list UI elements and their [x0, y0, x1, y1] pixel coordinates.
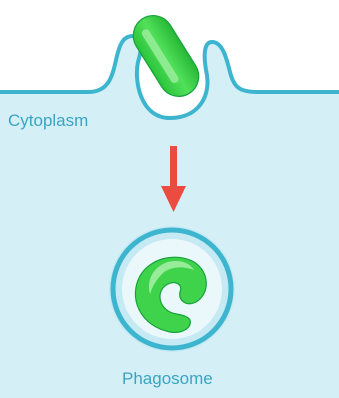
phagosome [109, 226, 235, 352]
cytoplasm-label: Cytoplasm [8, 112, 88, 129]
phagosome-label: Phagosome [122, 370, 213, 387]
